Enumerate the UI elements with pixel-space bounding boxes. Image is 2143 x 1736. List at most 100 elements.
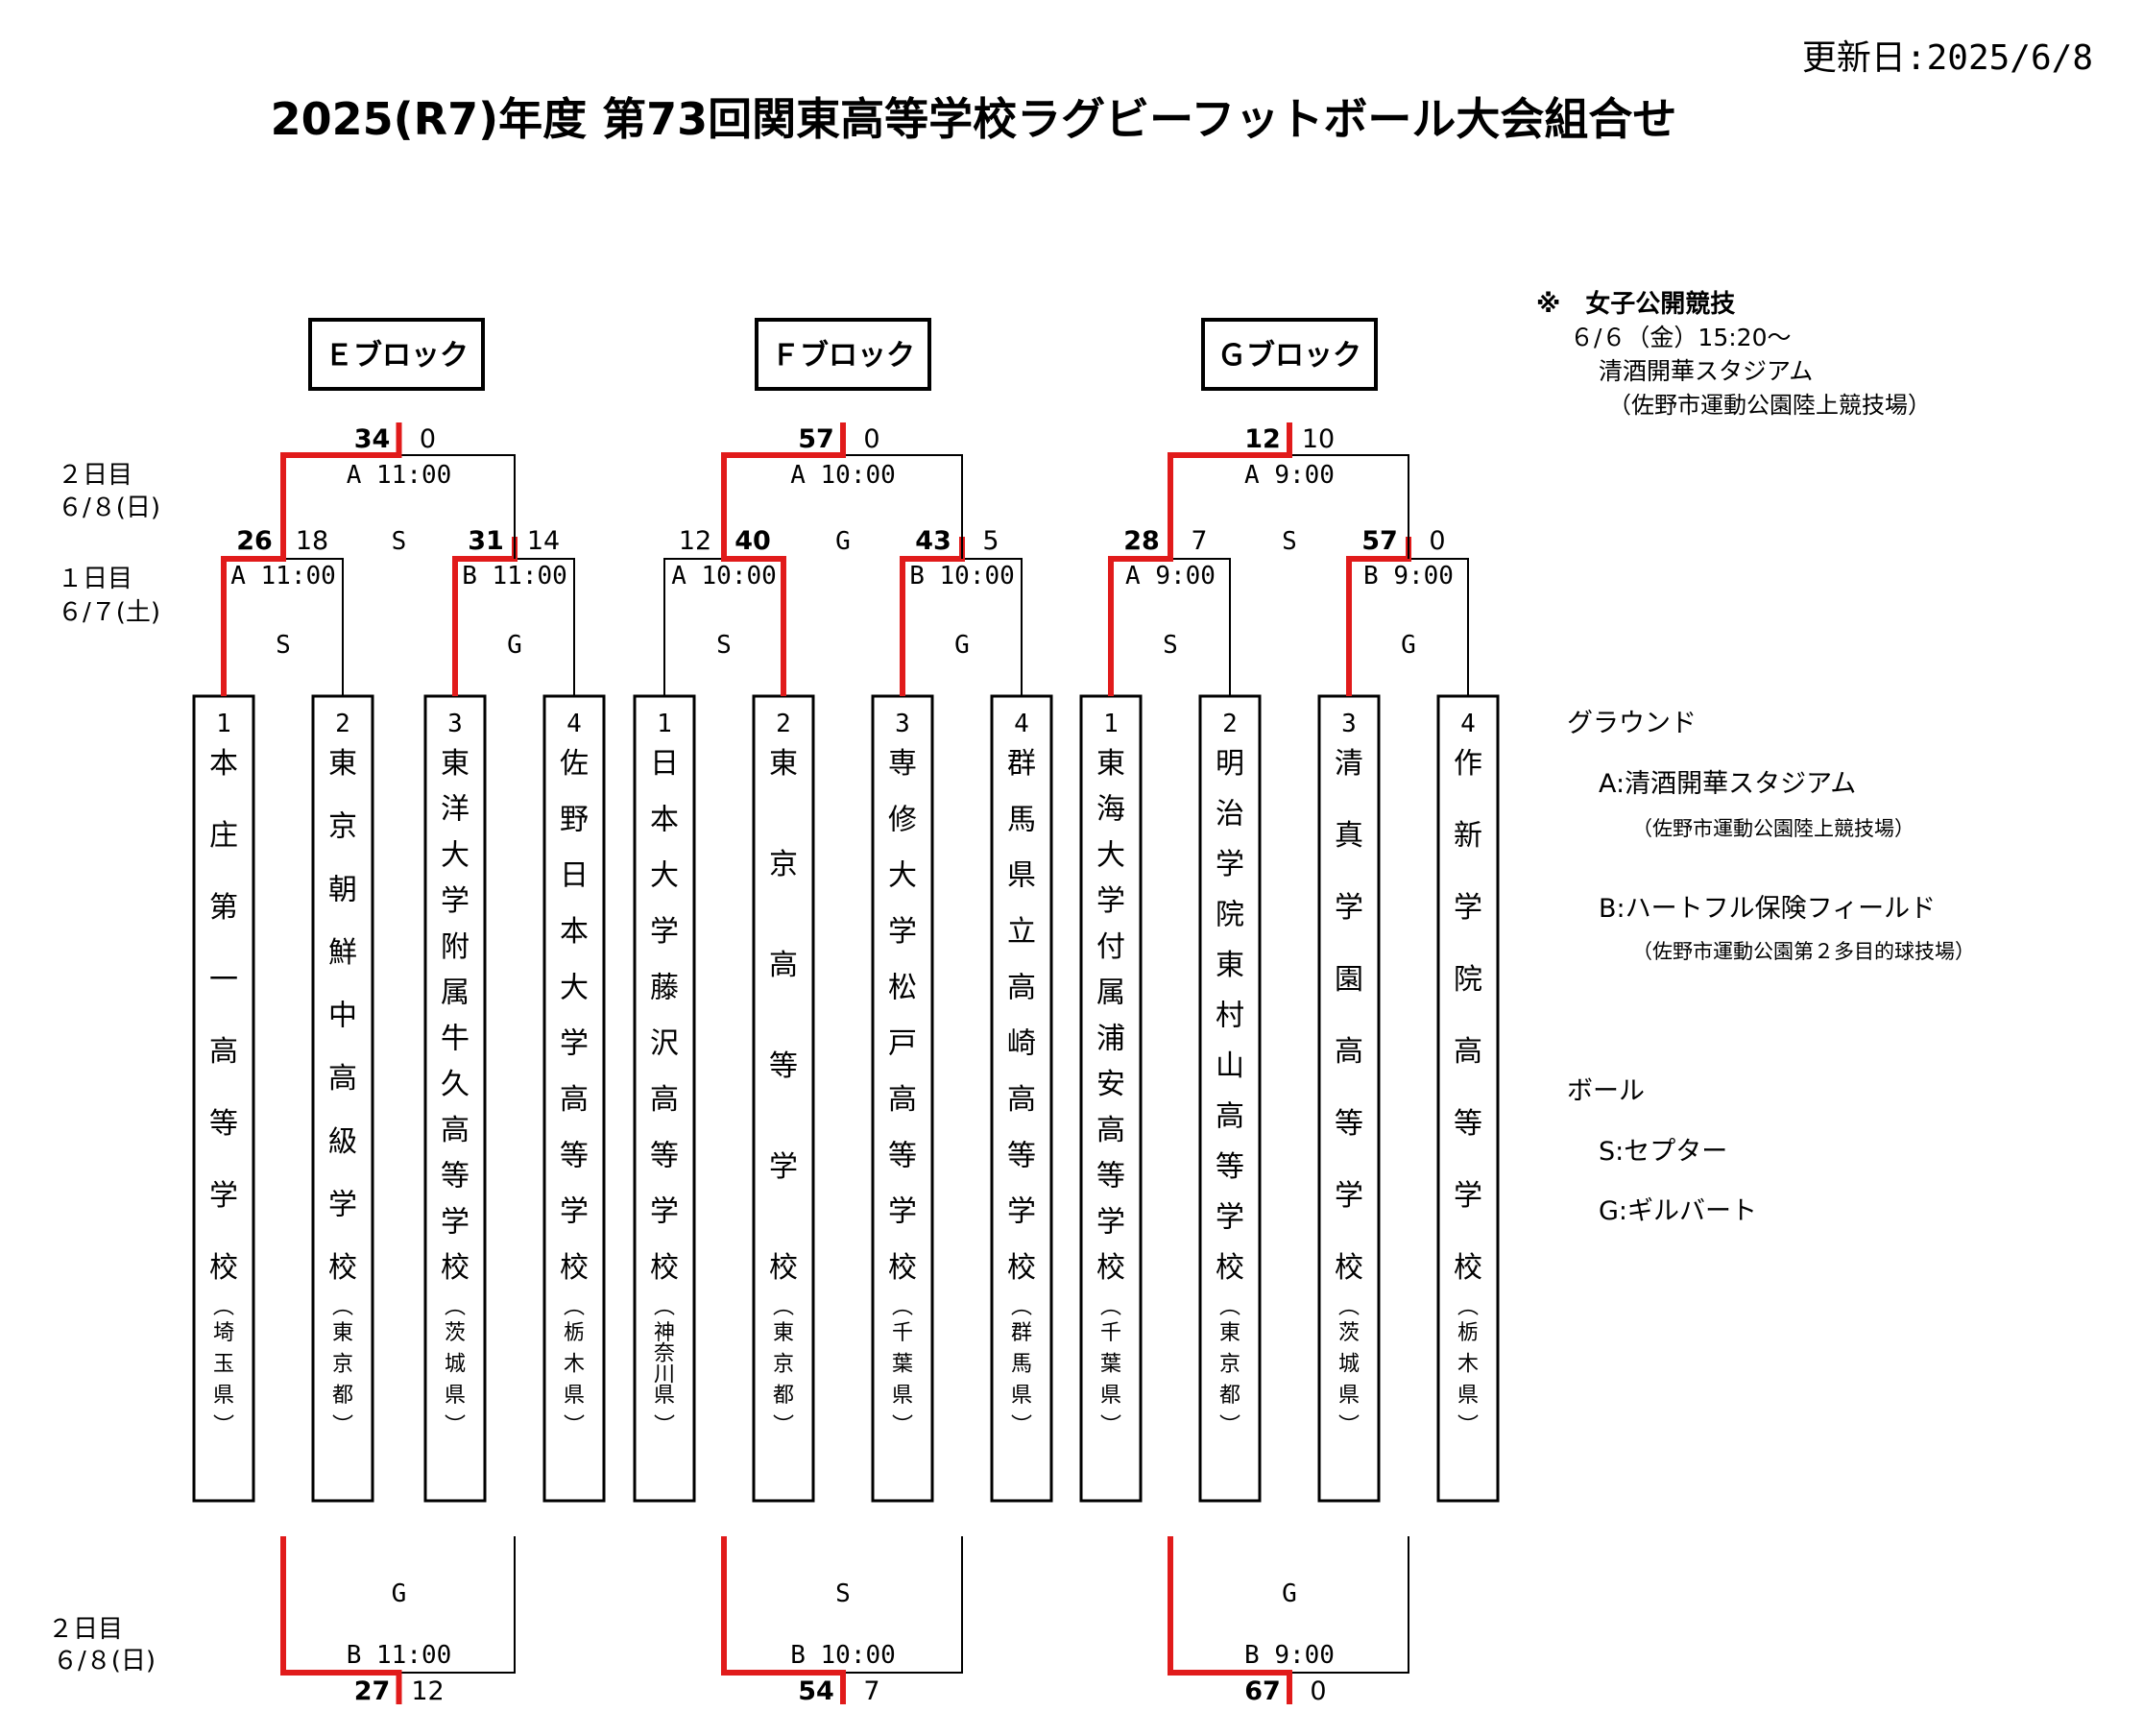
team-number: 4: [1460, 710, 1476, 738]
team-name-char: 東: [441, 747, 470, 781]
final-score-left: 57: [798, 424, 834, 454]
team-number: 3: [447, 710, 463, 738]
team-name-char: 新: [1454, 819, 1482, 853]
match1-score-right: 40: [734, 526, 771, 556]
match2-ball: G: [1401, 631, 1416, 660]
pref-char: 城: [1338, 1353, 1360, 1377]
third-score-left: 27: [354, 1676, 391, 1706]
team-box-frame: [633, 694, 696, 1503]
match2-score-left: 57: [1361, 526, 1398, 556]
team-name-char: 高: [441, 1114, 470, 1147]
pref-paren-close: ︶: [892, 1414, 913, 1438]
team-name-char: 東: [328, 747, 357, 781]
match2-score-right: 0: [1429, 526, 1445, 556]
third-time: B 9:00: [1244, 1641, 1335, 1670]
pref-char: 県: [892, 1384, 913, 1408]
match1-ball: S: [1163, 631, 1178, 660]
team-name-char: 高: [769, 949, 798, 982]
third-winner-line: [1168, 1536, 1292, 1704]
team-name-char: 等: [441, 1160, 470, 1194]
team-name-char: 校: [1216, 1251, 1244, 1285]
pref-paren-open: ︵: [654, 1295, 675, 1319]
team-name-char: 等: [888, 1139, 917, 1172]
final-time: A 9:00: [1244, 461, 1335, 490]
final-score-right: 0: [420, 424, 436, 454]
team-name-char: 等: [209, 1107, 238, 1141]
team-name-char: 校: [650, 1251, 679, 1285]
pref-paren-open: ︵: [1011, 1295, 1032, 1319]
pref-paren-open: ︵: [1100, 1295, 1121, 1319]
pref-char: 県: [1457, 1384, 1479, 1408]
pref-char: 木: [564, 1353, 585, 1377]
pref-paren-close: ︶: [1100, 1414, 1121, 1438]
pref-paren-open: ︵: [1338, 1295, 1360, 1319]
team-name: 東京朝鮮中高級学校: [328, 747, 357, 1285]
pref-paren-close: ︶: [213, 1414, 234, 1438]
women-game-date: ６/６（金）15:20～: [1570, 324, 1791, 351]
pref-paren-open: ︵: [445, 1295, 466, 1319]
match1-score-right: 7: [1191, 526, 1207, 556]
ball-g: G:ギルバート: [1599, 1196, 1757, 1226]
team-name-char: 作: [1454, 747, 1482, 781]
team-number: 1: [657, 710, 672, 738]
team-name-char: 学: [888, 1195, 917, 1229]
team-prefecture: ︵千葉県︶: [1100, 1295, 1121, 1438]
pref-paren-close: ︶: [564, 1414, 585, 1438]
team-name-char: 等: [1096, 1160, 1125, 1194]
pref-char: 奈: [654, 1342, 675, 1366]
pref-char: 都: [332, 1384, 353, 1408]
team-name-char: 高: [1216, 1100, 1244, 1134]
team-number: 4: [566, 710, 582, 738]
pref-char: 東: [773, 1321, 794, 1345]
team-name-char: 学: [1454, 1179, 1482, 1213]
final-score-left: 12: [1244, 424, 1281, 454]
team-name-char: 東: [1096, 747, 1125, 781]
pref-char: 東: [1219, 1321, 1240, 1345]
pref-char: 馬: [1011, 1353, 1032, 1377]
pref-char: 埼: [213, 1321, 234, 1345]
team-name-char: 学: [1335, 1179, 1363, 1213]
team-name-char: 藤: [650, 971, 679, 1004]
team-name-char: 高: [1335, 1035, 1363, 1069]
final-time: A 10:00: [790, 461, 896, 490]
team-box-frame: [1436, 694, 1500, 1503]
women-game-venue: 清酒開華スタジアム: [1599, 357, 1813, 385]
women-game-title: ※ 女子公開競技: [1536, 289, 1735, 319]
team-name-char: 清: [1335, 747, 1363, 781]
pref-paren-open: ︵: [213, 1295, 234, 1319]
match1-ball: S: [716, 631, 732, 660]
team-name-char: 校: [441, 1251, 470, 1285]
match2-winner-line: [1346, 537, 1411, 696]
team-name-char: 浦: [1096, 1022, 1125, 1055]
pref-char: 城: [445, 1353, 466, 1377]
team-name-char: 治: [1216, 798, 1244, 832]
final-ball: S: [1282, 527, 1297, 556]
final-winner-line: [721, 422, 846, 559]
ground-b: B:ハートフル保険フィールド: [1599, 894, 1936, 924]
team-name-char: 崎: [1007, 1027, 1036, 1061]
pref-char: 京: [773, 1353, 794, 1377]
team-name-char: 村: [1216, 1000, 1244, 1033]
pref-char: 千: [892, 1321, 913, 1345]
match2-ball: G: [954, 631, 970, 660]
team-name: 作新学院高等学校: [1454, 747, 1482, 1285]
pref-paren-close: ︶: [332, 1414, 353, 1438]
team-prefecture: ︵群馬県︶: [1011, 1295, 1032, 1438]
team-name-char: 大: [888, 859, 917, 893]
pref-paren-close: ︶: [445, 1414, 466, 1438]
team-name-char: 付: [1096, 930, 1125, 964]
team-box-frame: [192, 694, 255, 1503]
team-name-char: 校: [328, 1251, 357, 1285]
team-name-char: 級: [328, 1125, 357, 1159]
team-name-char: 修: [888, 803, 917, 836]
match2-winner-line: [900, 537, 965, 696]
team-number: 2: [335, 710, 350, 738]
page-title: 2025(R7)年度 第73回関東高等学校ラグビーフットボール大会組合せ: [271, 93, 1677, 145]
team-name-char: 属: [1096, 976, 1125, 1010]
